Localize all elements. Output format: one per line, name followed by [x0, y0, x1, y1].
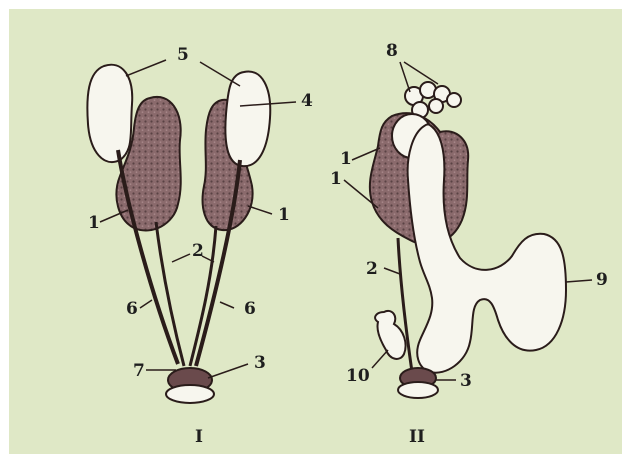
label-10: 10	[346, 366, 370, 386]
label-6-right: 6	[244, 299, 256, 319]
label-1-upper: 1	[340, 149, 352, 169]
label-7: 7	[133, 361, 145, 381]
right-gonad	[225, 71, 270, 166]
label-2-left: 2	[192, 241, 204, 261]
label-1-right: 1	[278, 205, 290, 225]
panel-ii-diagram	[344, 62, 592, 398]
panel-label-i: I	[195, 427, 203, 447]
cloaca-ii-base	[398, 382, 438, 398]
label-8: 8	[386, 41, 398, 61]
oviduct	[408, 124, 566, 373]
label-3-left: 3	[254, 353, 266, 373]
label-3-right: 3	[460, 371, 472, 391]
panel-label-ii: II	[409, 427, 425, 447]
panel-i-diagram	[87, 60, 296, 403]
label-5: 5	[177, 45, 189, 65]
cloaca-i-base	[166, 385, 214, 403]
label-6-left: 6	[126, 299, 138, 319]
egg-cluster	[405, 82, 461, 118]
bladder	[375, 311, 405, 359]
left-gonad	[87, 65, 132, 162]
label-2-right: 2	[366, 259, 378, 279]
label-1-lower: 1	[330, 169, 342, 189]
label-9: 9	[596, 270, 608, 290]
label-1-left: 1	[88, 213, 100, 233]
label-4: 4	[301, 91, 313, 111]
